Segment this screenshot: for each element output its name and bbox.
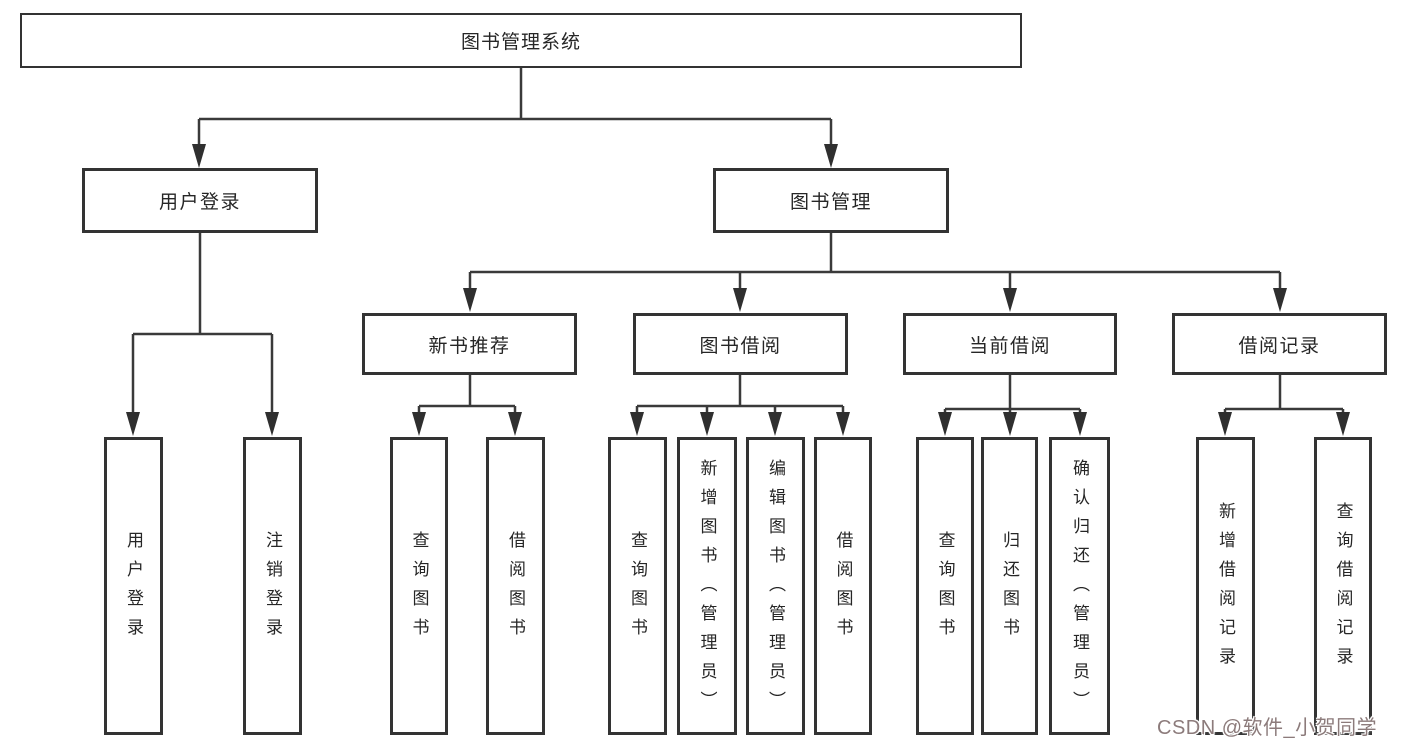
leaf-user-login: 用户登录 [104,437,163,735]
node-library-management-system: 图书管理系统 [20,13,1022,68]
connector-book-borrow-children [635,375,845,414]
node-new-book-recommend: 新书推荐 [362,313,577,375]
node-user-login: 用户登录 [82,168,318,233]
leaf-add-borrow-record: 新增借阅记录 [1196,437,1255,735]
arrowheads-borrow-records-children [1218,412,1350,436]
leaf-edit-books-admin: 编辑图书（管理员） [746,437,805,735]
arrowheads-user-login-children [126,412,279,436]
arrowheads-level2 [192,144,838,168]
leaf-confirm-return-admin: 确认归还（管理员） [1049,437,1110,735]
connector-user-login-children [131,233,274,414]
leaf-return-books: 归还图书 [981,437,1038,735]
arrowheads-book-borrow-children [630,412,850,436]
connector-root-to-level2 [197,68,833,146]
connector-current-borrow-children [943,375,1082,415]
watermark: CSDN @软件_小贺同学 [1157,717,1378,739]
arrowheads-new-book-children [412,412,522,436]
connector-book-management-children [468,233,1282,290]
leaf-borrow-query-books: 查询图书 [608,437,667,735]
leaf-query-borrow-record: 查询借阅记录 [1314,437,1372,735]
connector-borrow-records-children [1223,375,1345,415]
connector-new-book-children [417,375,517,414]
node-borrow-records: 借阅记录 [1172,313,1387,375]
arrowheads-current-borrow-children [938,412,1087,436]
arrowheads-level3 [463,288,1287,312]
leaf-current-query-books: 查询图书 [916,437,974,735]
node-book-borrow: 图书借阅 [633,313,848,375]
leaf-recommend-query-books: 查询图书 [390,437,448,735]
leaf-add-books-admin: 新增图书（管理员） [677,437,737,735]
leaf-borrow-books: 借阅图书 [814,437,872,735]
node-book-management: 图书管理 [713,168,949,233]
node-current-borrow: 当前借阅 [903,313,1117,375]
leaf-recommend-borrow-books: 借阅图书 [486,437,545,735]
leaf-logout: 注销登录 [243,437,302,735]
